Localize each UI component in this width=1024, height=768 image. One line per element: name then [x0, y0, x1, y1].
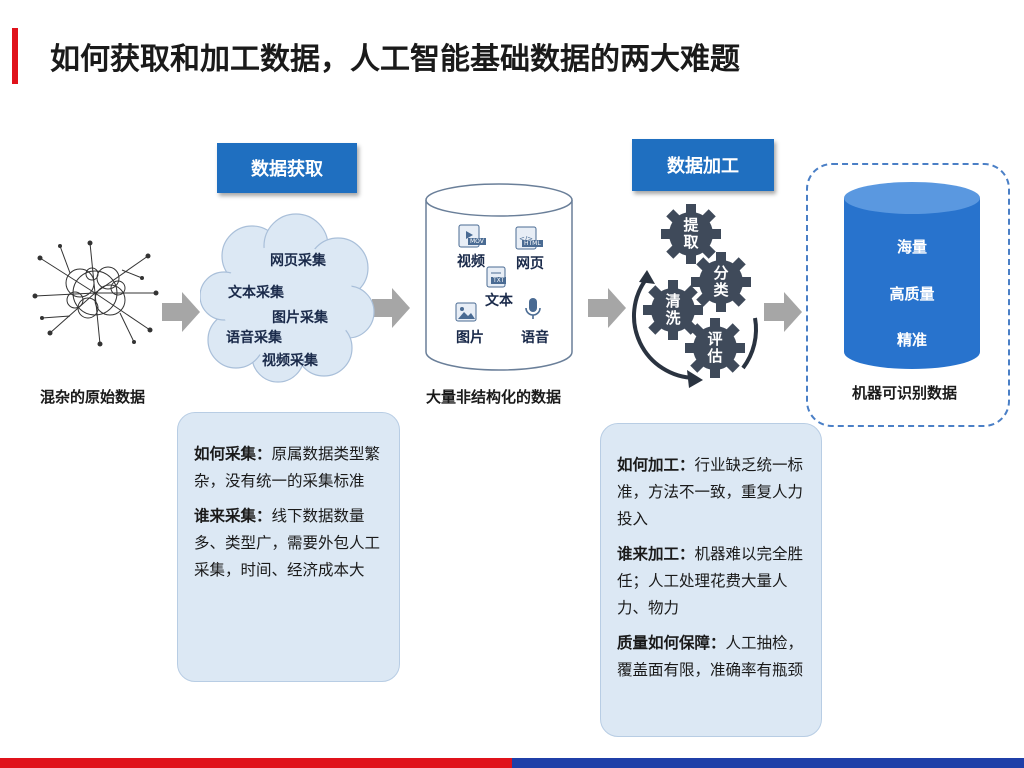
footer-bar-blue [512, 758, 1024, 768]
cylinder-item-web: 网页 [516, 256, 544, 272]
unstructured-data-caption: 大量非结构化的数据 [426, 388, 562, 406]
processing-info-box: 如何加工：行业缺乏统一标准，方法不一致，重复人力投入 谁来加工：机器难以完全胜任… [600, 423, 822, 737]
cylinder-item-image: 图片 [456, 330, 484, 346]
html-badge: HTML [522, 240, 543, 247]
cylinder-item-video: 视频 [457, 254, 485, 270]
gear-extract: 提取 [683, 216, 699, 251]
title-accent-bar [12, 28, 18, 84]
cloud-item-video: 视频采集 [262, 353, 318, 369]
arrow-right-icon [764, 292, 802, 332]
cloud-icon [200, 213, 375, 383]
arrow-right-icon [372, 288, 410, 328]
cloud-item-image: 图片采集 [272, 310, 328, 326]
machine-item-massive: 海量 [896, 238, 927, 256]
database-cylinder-icon [844, 182, 980, 369]
processing-quality: 质量如何保障：人工抽检，覆盖面有限，准确率有瓶颈 [617, 634, 804, 679]
cylinder-item-text: 文本 [485, 293, 513, 309]
processing-how: 如何加工：行业缺乏统一标准，方法不一致，重复人力投入 [617, 456, 804, 528]
footer-bar-red [0, 758, 512, 768]
cylinder-item-voice: 语音 [521, 330, 549, 346]
arrow-right-icon [162, 292, 200, 332]
gear-cluster [632, 204, 758, 388]
acquisition-who: 谁来采集：线下数据数量多、类型广，需要外包人工采集，时间、经济成本大 [194, 507, 381, 579]
raw-data-caption: 混杂的原始数据 [40, 388, 146, 406]
network-graph-icon [32, 240, 159, 347]
gear-evaluate: 评估 [707, 330, 723, 365]
mov-badge: MOV [468, 238, 486, 245]
image-icon [455, 302, 477, 322]
data-acquisition-label: 数据获取 [217, 143, 357, 193]
machine-item-quality: 高质量 [889, 285, 935, 303]
cloud-item-web: 网页采集 [270, 253, 326, 269]
microphone-icon [525, 298, 541, 319]
cloud-item-text: 文本采集 [228, 285, 284, 301]
machine-data-caption: 机器可识别数据 [852, 384, 958, 402]
acquisition-info-box: 如何采集：原属数据类型繁杂，没有统一的采集标准 谁来采集：线下数据数量多、类型广… [177, 412, 400, 682]
page-title: 如何获取和加工数据，人工智能基础数据的两大难题 [50, 42, 740, 77]
gear-classify: 分类 [713, 264, 729, 299]
svg-text:</>: </> [519, 235, 533, 243]
txt-badge: TXT [491, 277, 507, 284]
processing-who: 谁来加工：机器难以完全胜任；人工处理花费大量人力、物力 [617, 545, 804, 617]
cloud-item-voice: 语音采集 [226, 330, 282, 346]
arrow-right-icon [588, 288, 626, 328]
machine-data-frame [806, 163, 1010, 427]
gear-clean: 清洗 [665, 292, 681, 327]
data-processing-label: 数据加工 [632, 139, 774, 191]
machine-item-precise: 精准 [896, 331, 927, 349]
acquisition-how: 如何采集：原属数据类型繁杂，没有统一的采集标准 [194, 445, 381, 490]
